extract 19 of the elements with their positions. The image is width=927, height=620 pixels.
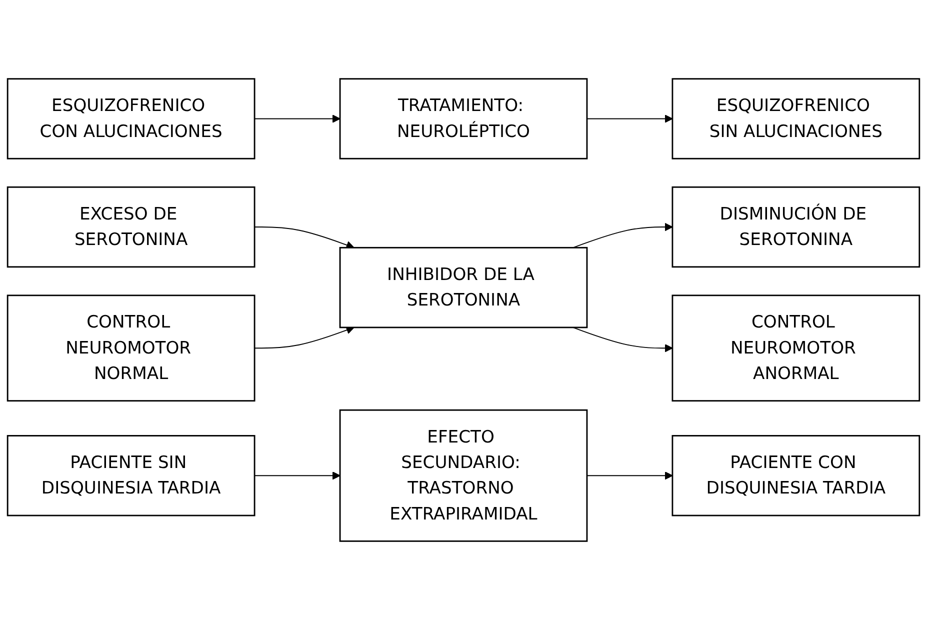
node-box: TRATAMIENTO: NEUROLÉPTICO <box>339 78 588 160</box>
node-box: EFECTO SECUNDARIO: TRASTORNO EXTRAPIRAMIDAL <box>339 409 588 542</box>
arrow <box>254 226 354 250</box>
node-box: ESQUIZOFRENICO SIN ALUCINACIONES <box>672 78 920 160</box>
arrow <box>572 222 673 248</box>
node-box: PACIENTE CON DISQUINESIA TARDIA <box>672 435 920 516</box>
arrow <box>254 471 340 480</box>
node-box: EXCESO DE SEROTONINA <box>6 186 256 268</box>
node-box: DISMINUCIÓN DE SEROTONINA <box>672 186 920 268</box>
node-box: ESQUIZOFRENICO CON ALUCINACIONES <box>6 78 256 160</box>
node-box: INHIBIDOR DE LA SEROTONINA <box>339 246 588 328</box>
arrow <box>254 326 354 349</box>
node-box: CONTROL NEUROMOTOR NORMAL <box>6 294 256 402</box>
arrow <box>586 114 673 123</box>
arrow <box>586 471 673 480</box>
arrow <box>572 326 673 352</box>
node-box: CONTROL NEUROMOTOR ANORMAL <box>672 294 920 402</box>
arrow <box>254 114 340 123</box>
node-box: PACIENTE SIN DISQUINESIA TARDIA <box>6 435 256 516</box>
